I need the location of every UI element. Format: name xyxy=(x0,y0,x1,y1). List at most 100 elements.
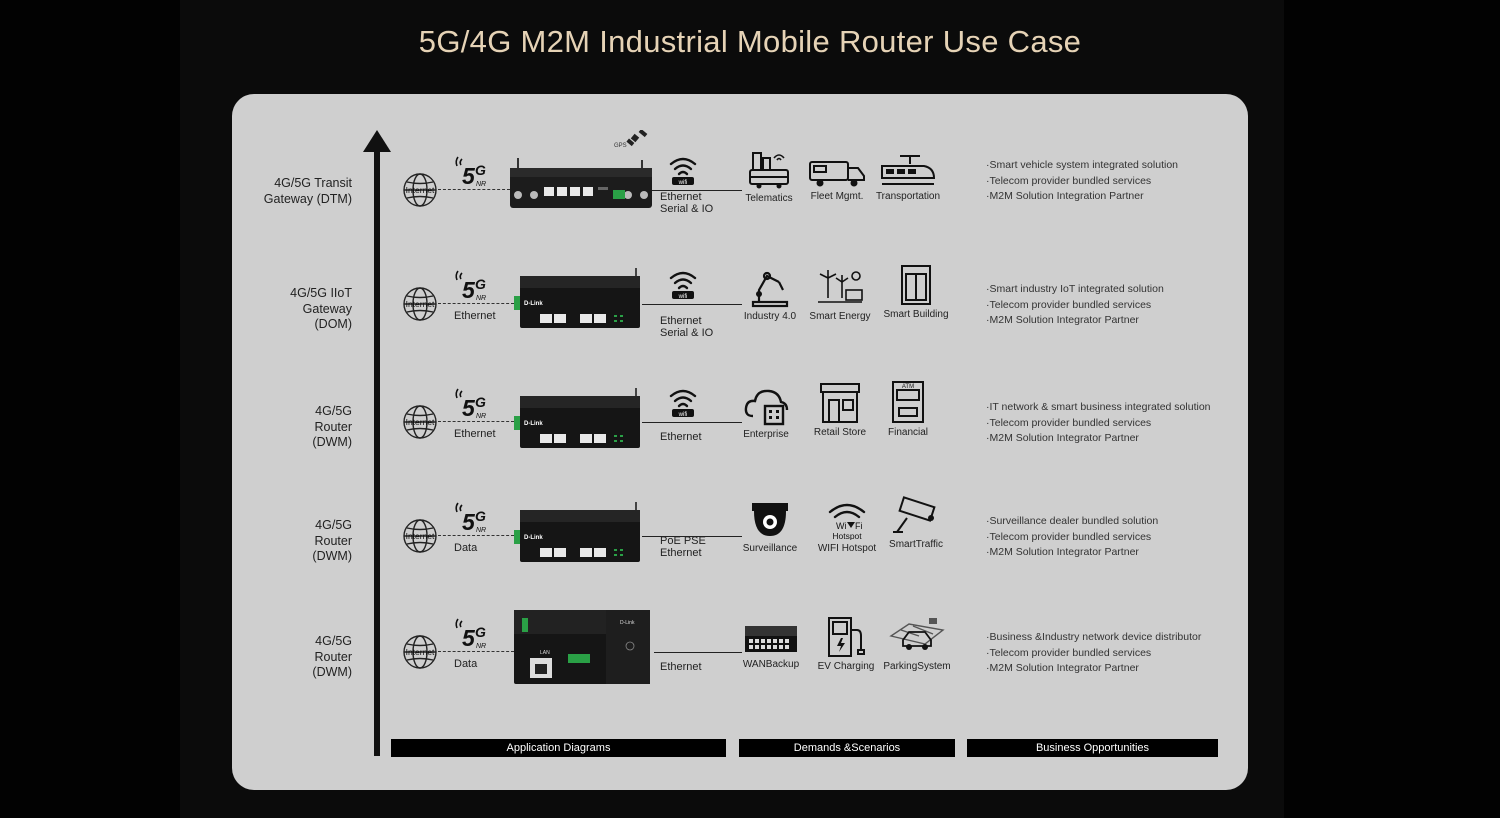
svg-text:NR: NR xyxy=(476,181,486,188)
interface-link-line xyxy=(642,536,742,537)
footer-business-opportunities: Business Opportunities xyxy=(967,739,1218,757)
connection-type-label: Data xyxy=(454,658,478,670)
opportunity-item: ·Telecom provider bundled services xyxy=(986,416,1152,429)
device-type-label: 4G/5G Router (DWM) xyxy=(312,518,352,563)
scenario-label: WANBackup xyxy=(742,659,800,670)
svg-text:5: 5 xyxy=(462,163,476,189)
scenario-label: Retail Store xyxy=(813,427,867,438)
scenario-label: Enterprise xyxy=(743,429,789,440)
device-type-label: 4G/5G Transit Gateway (DTM) xyxy=(263,176,352,206)
internet-label: Internet xyxy=(405,531,435,541)
internet-link-line xyxy=(438,535,514,536)
enterprise-icon xyxy=(726,386,806,426)
footer-application-diagrams: Application Diagrams xyxy=(391,739,726,757)
scenario-label: ParkingSystem xyxy=(883,661,951,672)
gps-label: GPS xyxy=(614,143,627,149)
scenario-wan-backup: WANBackup xyxy=(731,624,811,670)
opportunity-item: ·M2M Solution Integrator Partner xyxy=(986,546,1139,558)
smart-traffic-icon xyxy=(876,496,956,536)
device-type-label: 4G/5G IIoT Gateway (DOM) xyxy=(290,286,352,331)
interface-label: Ethernet Serial & IO xyxy=(660,191,714,215)
scenario-label: EV Charging xyxy=(817,661,875,672)
internet-link-line xyxy=(438,303,514,304)
surveillance-icon xyxy=(730,500,810,540)
scenario-parking-system: ParkingSystem xyxy=(877,616,957,672)
internet-link-line xyxy=(438,421,514,422)
svg-text:D-Link: D-Link xyxy=(524,301,543,307)
internet-label: Internet xyxy=(405,417,435,427)
scenario-ev-charging: EV Charging xyxy=(806,616,886,672)
svg-text:G: G xyxy=(475,508,486,524)
wifi-icon: wifi xyxy=(668,268,698,302)
svg-text:NR: NR xyxy=(476,643,486,650)
svg-text:NR: NR xyxy=(476,413,486,420)
opportunity-item: ·Surveillance dealer bundled solution xyxy=(986,515,1159,527)
wifi-icon: wifi xyxy=(668,154,698,188)
diagram-panel: GPS 4G/5G Transit Gateway (DTM) Internet 5… xyxy=(232,94,1248,790)
page-title: 5G/4G M2M Industrial Mobile Router Use C… xyxy=(418,24,1082,59)
interface-label: PoE PSE Ethernet xyxy=(660,535,706,559)
globe-icon xyxy=(402,172,438,208)
opportunity-item: ·Telecom provider bundled services xyxy=(986,298,1152,311)
svg-text:5: 5 xyxy=(462,277,476,303)
scenario-label: Telematics xyxy=(745,193,793,204)
opportunity-item: ·Business &Industry network device distr… xyxy=(986,631,1202,643)
scale-arrow-shaft xyxy=(374,148,380,756)
device-type-label: 4G/5G Router (DWM) xyxy=(312,404,352,449)
globe-icon xyxy=(402,404,438,440)
business-opportunities-list: ·Smart vehicle system integrated solutio… xyxy=(986,158,1178,205)
svg-text:5: 5 xyxy=(462,509,476,535)
transportation-icon xyxy=(868,154,948,188)
interface-link-line xyxy=(654,652,742,653)
svg-text:5: 5 xyxy=(462,625,476,651)
svg-text:G: G xyxy=(475,624,486,640)
svg-text:G: G xyxy=(475,276,486,292)
svg-text:Hotspot: Hotspot xyxy=(832,531,862,540)
gps-satellite-icon: GPS xyxy=(614,128,648,155)
business-opportunities-list: ·Smart industry IoT integrated solution … xyxy=(986,282,1164,329)
globe-icon xyxy=(402,286,438,322)
svg-text:D-Link: D-Link xyxy=(620,620,635,626)
svg-text:wifi: wifi xyxy=(678,180,688,186)
scenario-label: Financial xyxy=(887,427,929,438)
scenario-label: Industry 4.0 xyxy=(743,311,797,322)
internet-label: Internet xyxy=(405,185,435,195)
interface-link-line xyxy=(642,304,742,305)
opportunity-item: ·M2M Solution Integrator Partner xyxy=(986,314,1139,326)
ev-charging-icon xyxy=(806,616,886,658)
router-device-image: D-Link xyxy=(514,268,642,335)
scenario-financial: ATM Financial xyxy=(868,380,948,438)
fleet-mgmt-icon xyxy=(797,158,877,188)
smart-building-icon xyxy=(876,264,956,306)
svg-text:wifi: wifi xyxy=(678,294,688,300)
opportunity-item: ·M2M Solution Integrator Partner xyxy=(986,662,1139,674)
svg-text:NR: NR xyxy=(476,295,486,302)
smart-energy-icon xyxy=(800,268,880,308)
industry-4-0-icon xyxy=(730,268,810,308)
interface-label: Ethernet xyxy=(660,431,702,443)
connection-type-label: Ethernet xyxy=(454,428,496,440)
scenario-smart-traffic: SmartTraffic xyxy=(876,496,956,550)
opportunity-item: ·Telecom provider bundled services xyxy=(986,174,1152,187)
interface-label: Ethernet Serial & IO xyxy=(660,315,714,339)
connection-type-label: Ethernet xyxy=(454,310,496,322)
svg-text:LAN: LAN xyxy=(540,650,550,656)
scenario-retail-store: Retail Store xyxy=(800,382,880,438)
opportunity-item: ·Telecom provider bundled services xyxy=(986,646,1152,659)
svg-text:Fi: Fi xyxy=(855,521,863,531)
svg-text:D-Link: D-Link xyxy=(524,421,543,427)
business-opportunities-list: ·Surveillance dealer bundled solution ·T… xyxy=(986,514,1158,561)
opportunity-item: ·M2M Solution Integration Partner xyxy=(986,190,1144,202)
scenario-label: Surveillance xyxy=(742,543,798,554)
svg-text:G: G xyxy=(475,162,486,178)
wifi-icon: wifi xyxy=(668,386,698,420)
